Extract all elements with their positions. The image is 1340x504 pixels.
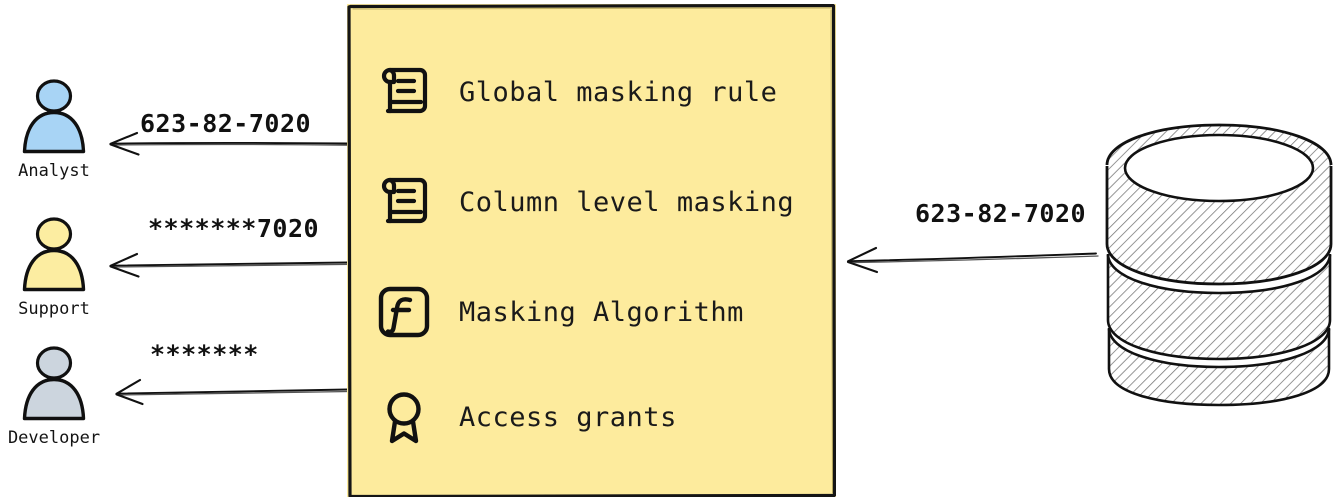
flow-label-database: 623-82-7020 [915,199,1087,228]
scroll-document-icon [375,173,433,231]
database-cylinder-icon [1095,113,1340,411]
actor-analyst-label: Analyst [18,161,90,181]
person-icon [22,79,86,154]
policy-row-label: Masking Algorithm [459,296,744,328]
policy-row-label: Access grants [459,401,677,433]
policy-row-column-level-masking[interactable]: Column level masking [375,169,794,235]
policy-row-label: Column level masking [459,186,795,218]
flow-label-analyst: 623-82-7020 [140,109,312,138]
actor-analyst: Analyst [2,78,106,181]
arrow-database-to-panel [846,246,1099,274]
function-f-icon [375,283,433,341]
arrow-to-developer [115,378,351,406]
actor-developer: Developer [2,345,106,448]
person-icon [22,217,86,292]
person-icon [22,346,86,421]
actor-developer-label: Developer [7,428,101,448]
arrow-to-support [109,252,351,278]
policy-row-masking-algorithm[interactable]: Masking Algorithm [375,279,744,345]
actor-support: Support [2,216,106,319]
policy-panel: Global masking rule Column level masking… [347,4,836,497]
policy-row-label: Global masking rule [459,76,778,108]
arrow-to-analyst [109,131,351,156]
policy-row-access-grants[interactable]: Access grants [375,384,677,450]
actor-support-label: Support [18,299,90,319]
scroll-document-icon [375,63,433,121]
policy-row-global-masking-rule[interactable]: Global masking rule [375,59,777,125]
flow-label-support: *******7020 [148,214,320,243]
database-disc-top [1105,123,1333,286]
flow-label-developer: ******* [150,340,259,369]
award-ribbon-icon [375,388,433,446]
